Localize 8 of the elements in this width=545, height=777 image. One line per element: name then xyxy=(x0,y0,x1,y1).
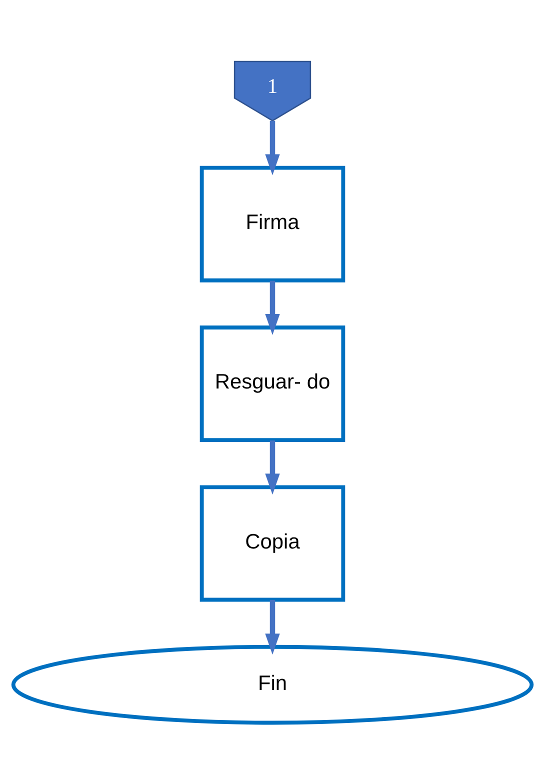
arrow xyxy=(265,120,280,175)
node-box: Firma xyxy=(200,165,346,282)
node-box: Copia xyxy=(200,484,346,602)
node-box: Resguar- do xyxy=(200,325,346,442)
arrow xyxy=(265,280,280,334)
node-ellipse: Fin xyxy=(11,644,534,724)
arrow xyxy=(265,440,280,494)
arrow xyxy=(265,600,280,654)
